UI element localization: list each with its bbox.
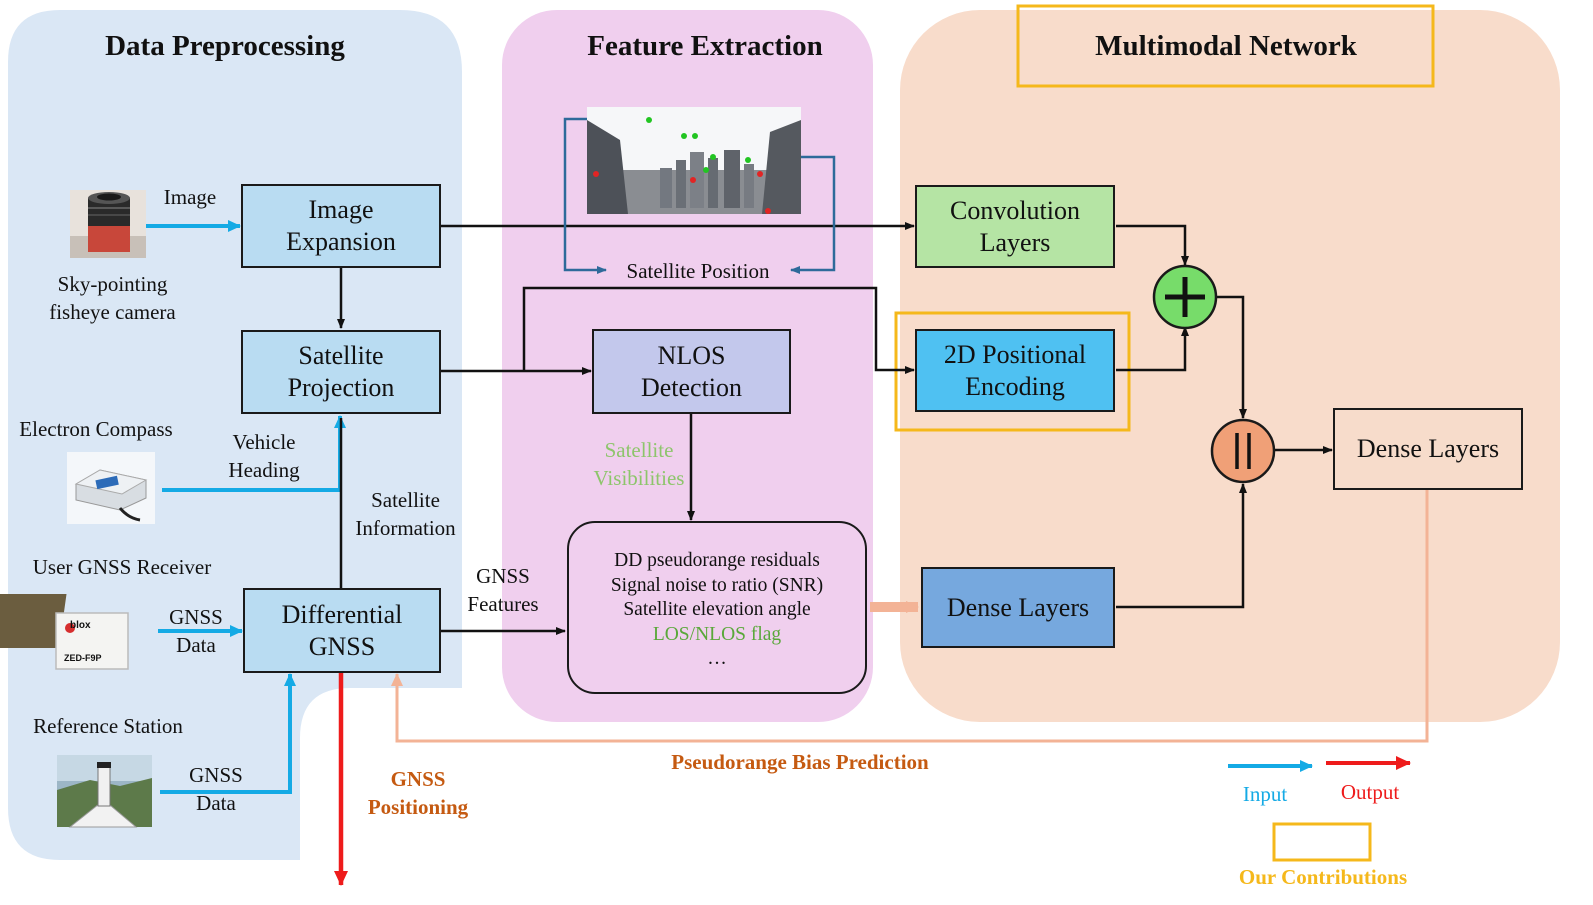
legend-contribution-swatch bbox=[1272, 822, 1372, 862]
vehicle-heading-label: Vehicle Heading bbox=[218, 428, 310, 484]
feature-line-residuals: DD pseudorange residuals bbox=[614, 550, 820, 572]
gnss-features-label: GNSS Features bbox=[458, 562, 548, 618]
receiver-brand: blox bbox=[70, 620, 91, 631]
gnss-data-label-reference: GNSS Data bbox=[180, 761, 252, 817]
dense-layers-mid-box: Dense Layers bbox=[921, 567, 1115, 648]
camera-label-line1: Sky-pointing bbox=[57, 272, 168, 296]
encoding-to-add-arrow bbox=[1116, 326, 1189, 372]
positional-encoding-box: 2D Positional Encoding bbox=[915, 329, 1115, 412]
satellite-projection-line2: Projection bbox=[287, 373, 395, 402]
reference-station-label: Reference Station bbox=[33, 714, 183, 738]
legend-input-label: Input bbox=[1242, 782, 1288, 806]
satellite-visibilities-line2: Visibilities bbox=[593, 466, 685, 490]
satellite-position-label: Satellite Position bbox=[626, 259, 770, 283]
gnss-data-receiver-line1: GNSS bbox=[169, 605, 223, 629]
conv-to-add-arrow bbox=[1116, 224, 1189, 266]
satellite-information-line2: Information bbox=[355, 516, 456, 540]
convolution-layers-line2: Layers bbox=[979, 227, 1051, 257]
add-to-concat-arrow bbox=[1216, 295, 1247, 419]
camera-label-line2: fisheye camera bbox=[49, 300, 176, 324]
satellite-information-label: Satellite Information bbox=[348, 486, 463, 542]
legend-contributions-label: Our Contributions bbox=[1238, 865, 1408, 889]
convolution-layers-line1: Convolution bbox=[949, 195, 1080, 225]
gnss-data-label-receiver: GNSS Data bbox=[160, 603, 232, 659]
feature-line-ellipsis: … bbox=[707, 648, 727, 670]
title-multimodal-network: Multimodal Network bbox=[1095, 30, 1357, 62]
bias-feedback-arrow bbox=[391, 490, 1429, 743]
feature-line-elevation: Satellite elevation angle bbox=[623, 599, 811, 621]
legend-output-label: Output bbox=[1340, 780, 1400, 804]
nlos-detection-box: NLOS Detection bbox=[592, 329, 791, 414]
gnss-positioning-label: GNSS Positioning bbox=[352, 765, 484, 821]
image-expansion-box: Image Expansion bbox=[241, 184, 441, 268]
camera-label: Sky-pointing fisheye camera bbox=[30, 270, 195, 326]
image-expansion-line2: Expansion bbox=[286, 227, 396, 256]
image-label: Image bbox=[163, 185, 217, 209]
electron-compass-image bbox=[67, 452, 155, 524]
gnss-features-line2: Features bbox=[467, 592, 539, 616]
feature-line-snr: Signal noise to ratio (SNR) bbox=[610, 574, 824, 596]
receiver-label: User GNSS Receiver bbox=[32, 555, 212, 579]
gnss-features-line1: GNSS bbox=[476, 564, 530, 588]
dense-layers-out-box: Dense Layers bbox=[1333, 408, 1523, 490]
satellite-information-line1: Satellite bbox=[371, 488, 440, 512]
fisheye-camera-image bbox=[70, 190, 146, 258]
concat-operator bbox=[1210, 418, 1276, 484]
convolution-layers-box: Convolution Layers bbox=[915, 185, 1115, 268]
gnss-data-reference-line2: Data bbox=[196, 791, 236, 815]
gnss-positioning-line1: GNSS bbox=[390, 767, 446, 791]
differential-gnss-line2: GNSS bbox=[308, 631, 376, 661]
image-expansion-line1: Image bbox=[308, 195, 374, 224]
positional-encoding-line2: Encoding bbox=[965, 371, 1065, 401]
vehicle-heading-line2: Heading bbox=[228, 458, 300, 482]
bias-prediction-label: Pseudorange Bias Prediction bbox=[671, 750, 929, 774]
dense-to-concat-arrow bbox=[1116, 483, 1247, 609]
satellite-projection-line1: Satellite bbox=[298, 341, 384, 370]
receiver-model: ZED-F9P bbox=[64, 653, 102, 663]
title-data-preprocessing: Data Preprocessing bbox=[105, 30, 345, 62]
contribution-outline-encoding bbox=[894, 311, 1131, 432]
reference-input-arrow bbox=[160, 673, 296, 794]
gnss-positioning-line2: Positioning bbox=[367, 795, 469, 819]
satellite-visibilities-line1: Satellite bbox=[604, 438, 674, 462]
title-feature-extraction: Feature Extraction bbox=[587, 30, 823, 62]
gnss-receiver-image bbox=[0, 594, 129, 670]
nlos-detection-line1: NLOS bbox=[657, 340, 726, 370]
reference-station-image bbox=[57, 755, 152, 828]
expanded-sky-image bbox=[587, 107, 801, 214]
satellite-projection-box: Satellite Projection bbox=[241, 330, 441, 414]
gnss-data-reference-line1: GNSS bbox=[189, 763, 243, 787]
nlos-detection-line2: Detection bbox=[640, 372, 743, 402]
differential-gnss-box: Differential GNSS bbox=[243, 588, 441, 673]
vehicle-heading-line1: Vehicle bbox=[232, 430, 296, 454]
contribution-outline-title bbox=[1016, 4, 1435, 88]
gnss-features-box: DD pseudorange residuals Signal noise to… bbox=[567, 521, 867, 694]
differential-gnss-line1: Differential bbox=[281, 599, 403, 629]
satellite-visibilities-label: Satellite Visibilities bbox=[584, 436, 694, 492]
add-operator bbox=[1152, 264, 1218, 330]
projection-to-encoding-arrow bbox=[522, 286, 915, 374]
gnss-data-receiver-line2: Data bbox=[176, 633, 216, 657]
satpos-right-arrow bbox=[790, 155, 836, 274]
compass-label: Electron Compass bbox=[19, 417, 173, 441]
feature-line-flag: LOS/NLOS flag bbox=[652, 623, 782, 645]
positional-encoding-line1: 2D Positional bbox=[943, 339, 1087, 369]
